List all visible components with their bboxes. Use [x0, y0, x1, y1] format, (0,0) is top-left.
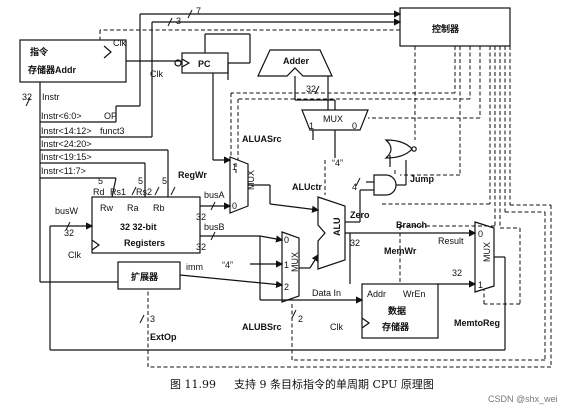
mux-top-in1: 1 — [309, 121, 314, 131]
sig-extop: ExtOp — [150, 332, 177, 342]
sig-busb: busB — [204, 222, 225, 232]
dmem-wren: WrEn — [403, 289, 425, 299]
w-32-adder: 32 — [306, 84, 316, 94]
imem-clk-label: Clk — [113, 38, 126, 48]
sig-instr: Instr — [42, 92, 60, 102]
w-2: 2 — [298, 314, 303, 324]
mux-b-in0: 0 — [284, 235, 289, 245]
sig-instr-14-12: Instr<14:12> — [41, 126, 92, 136]
figure-caption: 支持 9 条目标指令的单周期 CPU 原理图 — [234, 377, 434, 391]
const4-mid: “4” — [222, 260, 233, 270]
data-memory-block — [361, 283, 439, 339]
mux-alusrc-a-block — [229, 156, 249, 214]
dmem-label-line1: 数据 — [388, 305, 406, 316]
pc-label: PC — [198, 59, 211, 69]
mux-b-label: MUX — [290, 252, 300, 272]
adder-block — [257, 49, 333, 77]
reg-clk-label: Clk — [68, 250, 81, 260]
sig-imm: imm — [186, 262, 203, 272]
sig-zero: Zero — [350, 210, 370, 220]
reg-label-line2: Registers — [124, 238, 165, 248]
sig-branch: Branch — [396, 220, 427, 230]
reg-rw: Rw — [100, 203, 113, 213]
w-5-rd: 5 — [98, 176, 103, 186]
mux-top-label: MUX — [323, 114, 343, 124]
sig-funct3: funct3 — [100, 126, 125, 136]
adder-label: Adder — [283, 56, 310, 66]
w-32-busb: 32 — [196, 242, 206, 252]
watermark: CSDN @shx_wei — [488, 394, 558, 404]
w-32-instr: 32 — [22, 92, 32, 102]
alu-label: ALU — [332, 218, 342, 237]
mux-a-in0: 0 — [232, 201, 237, 211]
sig-instr-19-15: Instr<19:15> — [41, 152, 92, 162]
mux-out-label: MUX — [482, 242, 492, 262]
or-gate — [384, 139, 413, 159]
mux-a-in1: 1 — [232, 162, 237, 172]
w-32-busw: 32 — [64, 228, 74, 238]
mux-a-label: MUX — [246, 170, 256, 190]
pc-clk-label: Clk — [150, 69, 163, 79]
sig-instr-6-0: Instr<6:0> — [41, 111, 82, 121]
sig-aluctr: ALUctr — [292, 182, 322, 192]
w-4: 4 — [352, 182, 357, 192]
w-32-alu: 32 — [350, 238, 360, 248]
imem-label-line2: 存储器Addr — [28, 64, 76, 75]
sig-busw: busW — [55, 206, 79, 216]
controller-label: 控制器 — [432, 23, 460, 34]
sig-op: OP — [104, 111, 117, 121]
sig-memtoreg: MemtoReg — [454, 318, 500, 328]
w-3-extop: 3 — [150, 314, 155, 324]
sig-instr-11-7: Instr<11:7> — [41, 166, 86, 176]
mux-top-block — [301, 109, 369, 131]
sig-result: Result — [438, 236, 464, 246]
reg-label-line1: 32 32-bit — [120, 222, 157, 232]
dmem-addr: Addr — [367, 289, 386, 299]
sig-data-in: Data In — [312, 288, 341, 298]
sig-alusrc: ALUASrc — [242, 134, 282, 144]
mux-top-in0: 0 — [352, 121, 357, 131]
sig-instr-24-20: Instr<24:20> — [41, 139, 92, 149]
sig-alubsrc: ALUBSrc — [242, 322, 282, 332]
sig-memwr: MemWr — [384, 246, 417, 256]
dmem-clk-label: Clk — [330, 322, 343, 332]
reg-ra: Ra — [127, 203, 139, 213]
sig-rs1: Rs1 — [110, 187, 126, 197]
reg-rb: Rb — [153, 203, 165, 213]
sig-regwr: RegWr — [178, 170, 207, 180]
const4-top: “4” — [332, 158, 343, 168]
dmem-label-line2: 存储器 — [382, 321, 410, 332]
w-5-rs1: 5 — [138, 176, 143, 186]
w-7: 7 — [196, 6, 201, 16]
figure-number: 图 11.99 — [170, 378, 216, 391]
extender-label: 扩展器 — [131, 271, 159, 282]
sig-rd: Rd — [93, 187, 105, 197]
and-gate — [373, 174, 397, 196]
w-5-rs2: 5 — [162, 176, 167, 186]
mux-alusrc-b-block — [281, 231, 300, 303]
sig-rs2: Rs2 — [136, 187, 152, 197]
sig-jump: Jump — [410, 174, 435, 184]
imem-label-line1: 指令 — [30, 46, 49, 57]
sig-busa: busA — [204, 190, 225, 200]
w-32-busa: 32 — [196, 212, 206, 222]
mux-out-in1: 1 — [478, 280, 483, 290]
w-32-dmem: 32 — [452, 268, 462, 278]
mux-b-in1: 1 — [284, 260, 289, 270]
mux-out-in0: 0 — [478, 229, 483, 239]
mux-b-in2: 2 — [284, 282, 289, 292]
w-3: 3 — [176, 16, 181, 26]
